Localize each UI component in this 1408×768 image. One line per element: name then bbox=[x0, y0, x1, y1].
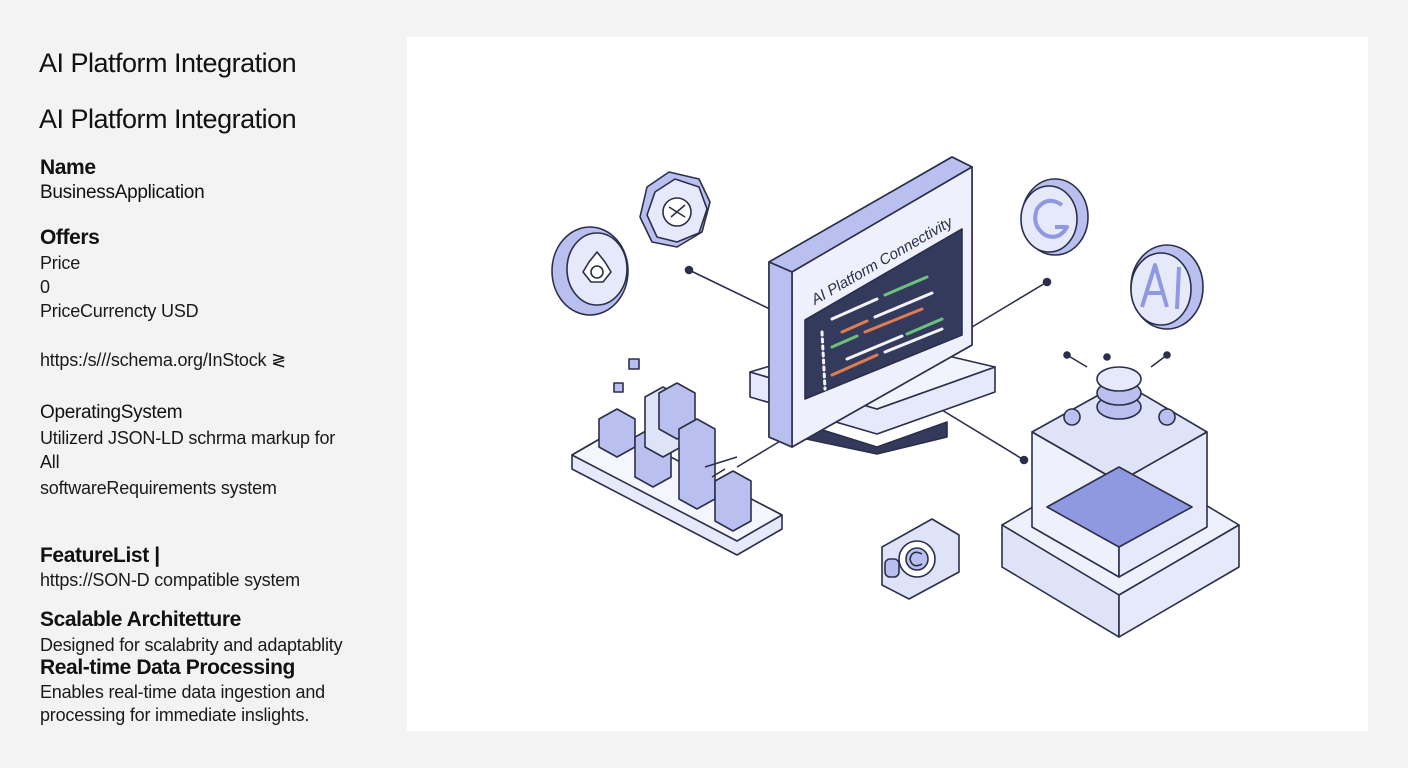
info-sidebar: AI Platform Integration AI Platform Inte… bbox=[0, 0, 400, 768]
offers-label: Offers bbox=[40, 226, 100, 249]
os-description: Utilizerd JSON-LD schrma markup for bbox=[40, 428, 336, 448]
code-lines bbox=[820, 275, 944, 391]
name-label: Name bbox=[40, 156, 96, 179]
page-title: AI Platform Integration bbox=[39, 48, 297, 78]
g-badge-icon bbox=[1020, 178, 1089, 256]
software-requirements: softwareRequirements system bbox=[40, 478, 277, 498]
gear-disc-icon bbox=[551, 226, 629, 316]
name-value: BusinessApplication bbox=[40, 182, 205, 203]
feature-realtime-title: Real-time Data Processing bbox=[40, 656, 295, 679]
monitor-icon bbox=[749, 156, 996, 455]
feature-list-label: FeatureList | bbox=[40, 544, 160, 567]
os-label: OperatingSystem bbox=[40, 402, 183, 423]
section-title: AI Platform Integration bbox=[39, 104, 297, 134]
hexagon-gear-icon bbox=[639, 171, 711, 248]
server-cube-icon bbox=[1001, 351, 1240, 638]
feature-scalable-title: Scalable Architetture bbox=[40, 608, 241, 631]
illustration-panel: AI Platform Connectivity AI bbox=[407, 37, 1368, 731]
isometric-illustration: AI Platform Connectivity AI bbox=[551, 156, 1240, 638]
copyright-block-icon bbox=[881, 518, 960, 600]
feature-realtime-desc-2: processing for immediate inslights. bbox=[40, 705, 310, 725]
feature-list-value[interactable]: https://SON-D compatible system bbox=[40, 570, 300, 590]
feature-scalable-desc: Designed for scalabrity and adaptablity bbox=[40, 635, 343, 655]
price-currency: PriceCurrencty USD bbox=[40, 301, 199, 321]
os-description-2: All bbox=[40, 452, 60, 472]
bar-chart-platform-icon bbox=[571, 358, 783, 556]
price-label: Price bbox=[40, 253, 81, 273]
availability-link[interactable]: https:/s///schema.org/InStock ≷ bbox=[40, 350, 286, 370]
feature-realtime-desc: Enables real-time data ingestion and bbox=[40, 682, 325, 702]
price-value: 0 bbox=[40, 277, 50, 297]
ai-badge-icon bbox=[1130, 244, 1204, 330]
